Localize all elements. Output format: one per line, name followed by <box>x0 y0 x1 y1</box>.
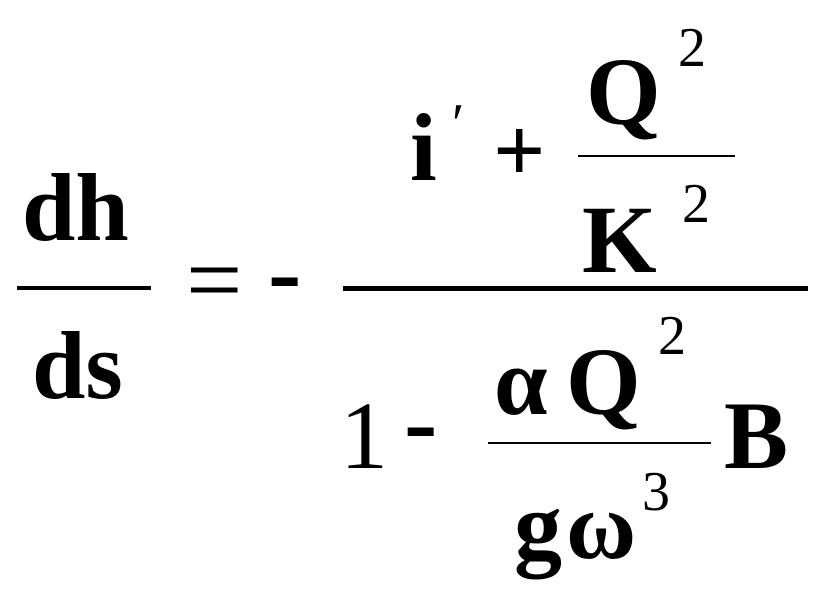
q-over-k-fraction-bar <box>578 155 735 157</box>
q-squared-exponent: 2 <box>678 17 706 79</box>
numerator-plus: + <box>493 99 546 201</box>
alpha-symbol: α <box>494 328 548 435</box>
lhs-numerator: dh <box>22 154 129 261</box>
k-squared-base: K <box>582 186 657 293</box>
lhs-fraction-bar <box>17 286 151 290</box>
numerator-i: i <box>410 94 437 201</box>
omega-symbol: ω <box>566 472 637 579</box>
main-fraction-bar <box>343 286 808 291</box>
factor-b: B <box>724 382 789 489</box>
numerator-prime: ′ <box>452 93 465 155</box>
alpha-q-over-g-omega-fraction-bar <box>488 442 711 444</box>
k-squared-exponent: 2 <box>682 173 710 235</box>
denominator-minus: - <box>404 366 438 477</box>
g-symbol: g <box>514 472 562 579</box>
q-squared-base: Q <box>586 38 661 145</box>
alpha-q-exponent: 2 <box>658 305 686 367</box>
omega-cubed-exponent: 3 <box>642 461 670 523</box>
alpha-q-base: Q <box>566 328 641 435</box>
denominator-one: 1 <box>340 382 388 489</box>
negative-sign: - <box>268 216 302 327</box>
equals-sign: = <box>186 224 243 335</box>
lhs-denominator: ds <box>32 312 123 419</box>
